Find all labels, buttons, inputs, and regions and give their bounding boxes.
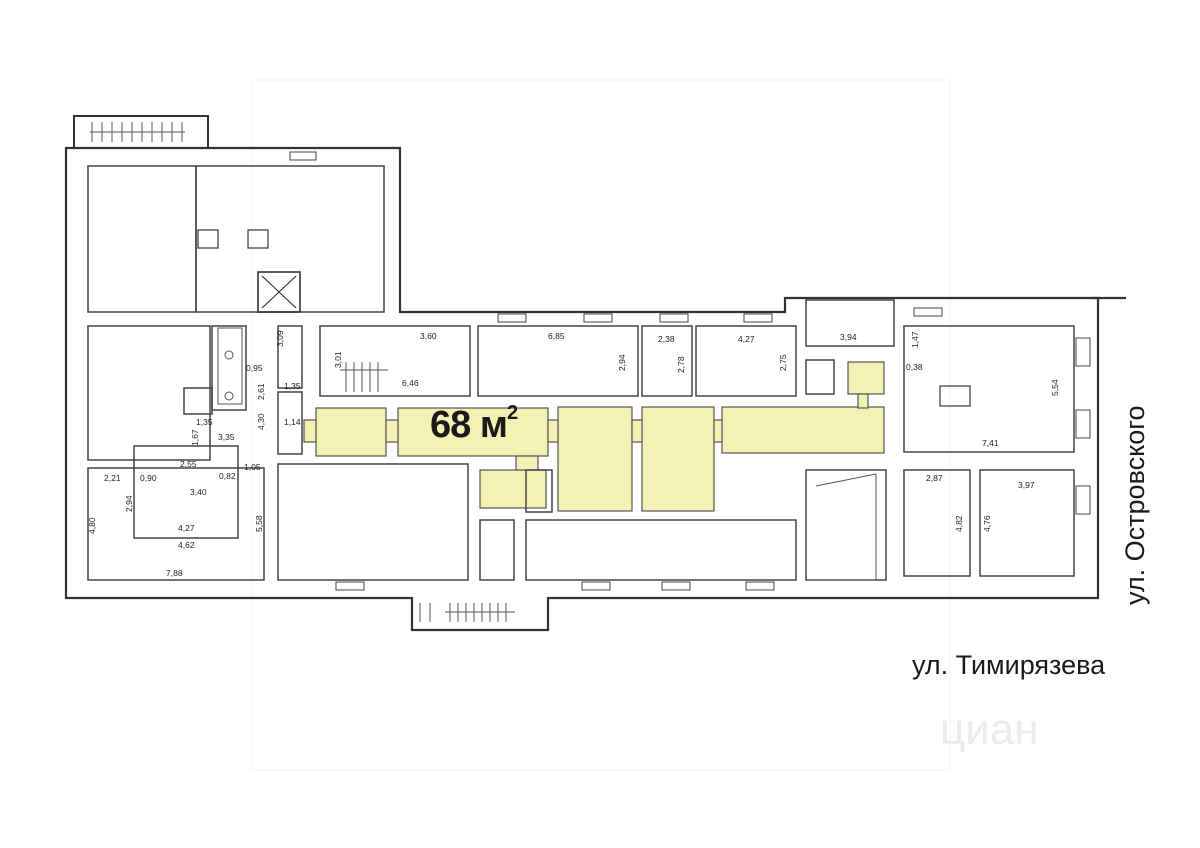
dim-label: 2,55	[180, 459, 197, 469]
dim-label: 4,76	[982, 515, 992, 532]
dim-label: 3,97	[1018, 480, 1035, 490]
area-unit-exponent: 2	[506, 402, 518, 425]
dim-label: 4,62	[178, 540, 195, 550]
dim-label: 6,46	[402, 378, 419, 388]
dim-label: 0,82	[219, 471, 236, 481]
dim-label: 1,35	[284, 381, 301, 391]
shaft-square-2	[247, 229, 269, 249]
dim-label: 2,94	[124, 495, 134, 512]
dim-label: 4,27	[178, 523, 195, 533]
dim-label: 0,38	[906, 362, 923, 372]
dim-label: 3,35	[218, 432, 235, 442]
highlighted-rooms	[303, 361, 885, 512]
street-label-bottom: ул. Тимирязева	[912, 650, 1106, 680]
dim-label: 2,38	[658, 334, 675, 344]
dim-label: 6,85	[548, 331, 565, 341]
dim-label: 2,94	[617, 354, 627, 371]
area-unit: м	[479, 404, 508, 446]
dim-label: 1,67	[190, 429, 200, 446]
column-block	[939, 385, 971, 407]
sanitary-unit	[217, 327, 243, 405]
windows	[289, 151, 1091, 591]
dim-label: 4,30	[256, 413, 266, 430]
elevator-cross	[261, 275, 297, 309]
dim-label: 5,54	[1050, 379, 1060, 396]
area-label: 68 м2	[430, 402, 518, 447]
dimension-labels: 3,09 3,60 6,85 2,38 4,27 3,94 1,47 0,38 …	[87, 330, 1060, 578]
sink-icon	[224, 350, 234, 360]
building-outline	[64, 146, 1100, 632]
dim-label: 2,75	[778, 354, 788, 371]
shaft-square-1	[197, 229, 219, 249]
dim-label: 3,09	[275, 330, 285, 347]
dim-label: 4,27	[738, 334, 755, 344]
dim-label: 5,58	[254, 515, 264, 532]
dim-label: 3,01	[333, 351, 343, 368]
area-value: 68	[430, 404, 471, 446]
dim-label: 1,14	[284, 417, 301, 427]
dim-label: 3,94	[840, 332, 857, 342]
dim-label: 4,80	[87, 517, 97, 534]
background-frame	[251, 79, 951, 771]
dim-label: 2,87	[926, 473, 943, 483]
stair-top-left	[73, 115, 209, 149]
dim-label: 3,60	[420, 331, 437, 341]
dim-label: 0,95	[246, 363, 263, 373]
dim-label: 7,88	[166, 568, 183, 578]
street-label-right: ул. Островского	[1120, 405, 1150, 605]
dim-label: 1,05	[244, 462, 261, 472]
dim-label: 2,21	[104, 473, 121, 483]
dim-label: 0,90	[140, 473, 157, 483]
diagonal-room-line	[808, 473, 877, 581]
dim-label: 2,78	[676, 356, 686, 373]
dim-label: 1,47	[910, 331, 920, 348]
elevator-shaft	[257, 271, 301, 313]
interior-walls	[87, 165, 1075, 581]
dim-label: 1,35	[196, 417, 213, 427]
toilet-icon	[224, 391, 234, 401]
watermark-logo: циан	[940, 705, 1039, 754]
dim-label: 3,40	[190, 487, 207, 497]
dim-label: 2,61	[256, 383, 266, 400]
dim-label: 7,41	[982, 438, 999, 448]
dim-label: 4,82	[954, 515, 964, 532]
